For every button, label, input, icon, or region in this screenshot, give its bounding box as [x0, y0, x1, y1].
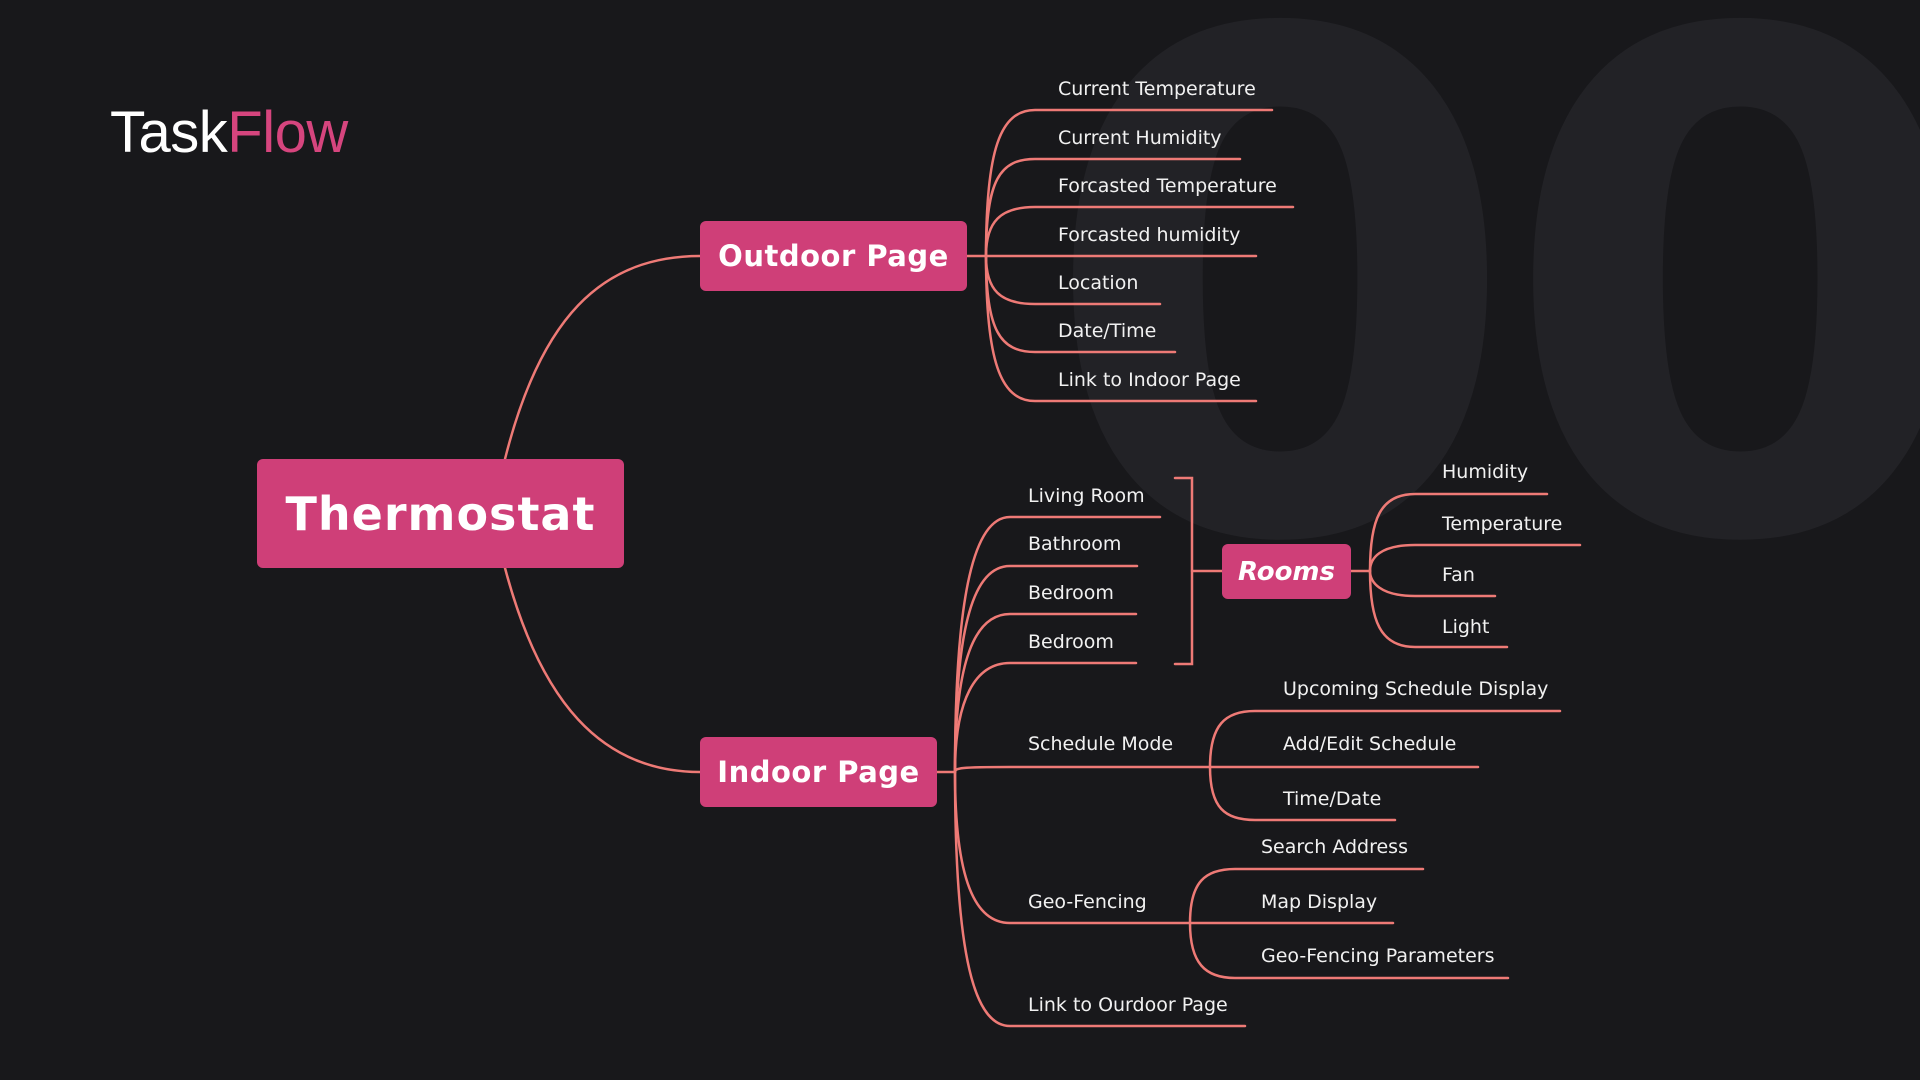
- brand-logo: TaskFlow: [110, 104, 348, 162]
- edge-rooms-feature-3: [1368, 569, 1497, 598]
- outdoor-item-label: Location: [1058, 272, 1139, 294]
- edge-indoor-room-4: [953, 661, 1138, 774]
- edge-root-indoor: [503, 566, 702, 774]
- room-label: Bedroom: [1028, 582, 1114, 604]
- edge-schedule-item-1: [1208, 709, 1562, 769]
- schedule-item-label: Add/Edit Schedule: [1283, 733, 1457, 755]
- edge-indoor-schedule: [953, 765, 1212, 774]
- outdoor-item-label: Date/Time: [1058, 320, 1157, 342]
- geofencing-item-label: Map Display: [1261, 891, 1378, 913]
- schedule-mode-label: Schedule Mode: [1028, 733, 1174, 755]
- rooms-bracket: [1173, 476, 1194, 666]
- edge-outdoor-item-7: [984, 254, 1258, 403]
- outdoor-item-label: Forcasted Temperature: [1058, 175, 1277, 197]
- rooms-feature-label: Humidity: [1442, 461, 1529, 483]
- edge-schedule-item-3: [1208, 765, 1397, 822]
- node-indoor-page: Indoor Page: [700, 737, 937, 807]
- node-rooms: Rooms: [1222, 544, 1351, 599]
- brand-logo-part1: Task: [110, 100, 228, 165]
- indoor-link-label: Link to Ourdoor Page: [1028, 994, 1228, 1016]
- edge-geofencing-item-3: [1188, 921, 1510, 980]
- rooms-feature-label: Fan: [1442, 564, 1475, 586]
- outdoor-item-label: Link to Indoor Page: [1058, 369, 1241, 391]
- edge-rooms-feature-1: [1368, 492, 1549, 573]
- edge-indoor-link: [953, 770, 1247, 1028]
- edge-indoor-room-3: [953, 612, 1138, 774]
- outdoor-item-label: Current Humidity: [1058, 127, 1222, 149]
- room-label: Bathroom: [1028, 533, 1122, 555]
- edge-outdoor-item-2: [984, 157, 1242, 258]
- edge-geofencing-item-1: [1188, 867, 1425, 925]
- edge-rooms-feature-4: [1368, 569, 1509, 649]
- node-outdoor-page: Outdoor Page: [700, 221, 967, 291]
- edge-rooms-feature-2: [1368, 543, 1582, 573]
- room-label: Bedroom: [1028, 631, 1114, 653]
- edge-outdoor-item-3: [984, 205, 1295, 258]
- rooms-feature-label: Temperature: [1442, 513, 1563, 535]
- geofencing-label: Geo-Fencing: [1028, 891, 1147, 913]
- outdoor-item-label: Current Temperature: [1058, 78, 1256, 100]
- room-label: Living Room: [1028, 485, 1145, 507]
- edge-root-outdoor: [503, 254, 702, 461]
- schedule-item-label: Upcoming Schedule Display: [1283, 678, 1549, 700]
- geofencing-item-label: Geo-Fencing Parameters: [1261, 945, 1495, 967]
- root-node-thermostat: Thermostat: [257, 459, 624, 568]
- schedule-item-label: Time/Date: [1283, 788, 1382, 810]
- brand-logo-part2: Flow: [227, 100, 348, 165]
- rooms-feature-label: Light: [1442, 616, 1490, 638]
- outdoor-item-label: Forcasted humidity: [1058, 224, 1241, 246]
- geofencing-item-label: Search Address: [1261, 836, 1408, 858]
